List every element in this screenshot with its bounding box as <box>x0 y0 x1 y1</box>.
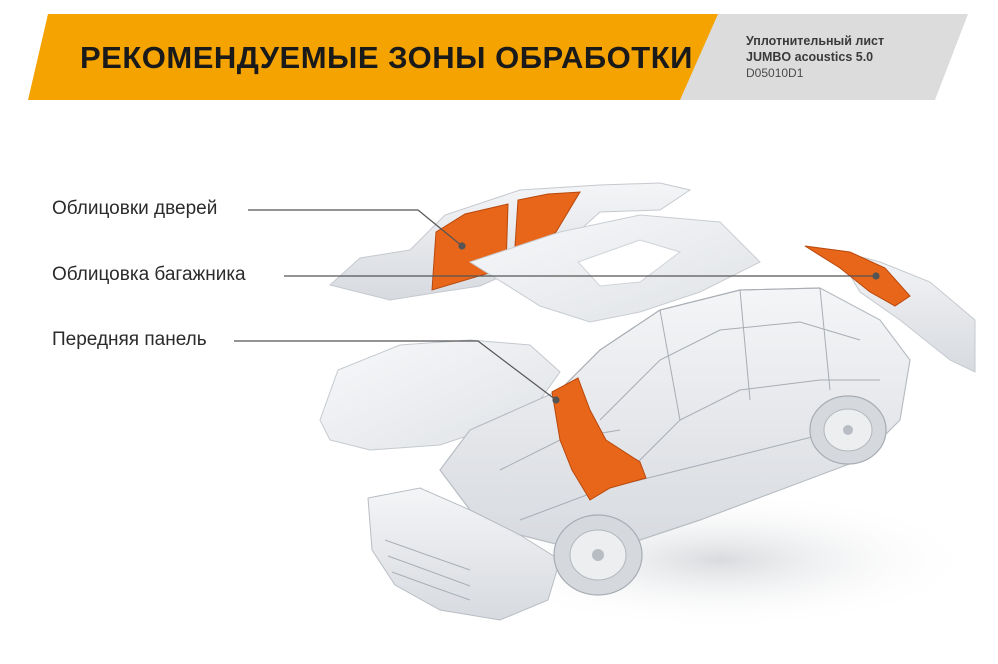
callout-front-panel: Передняя панель <box>52 329 207 350</box>
header-shapes <box>28 14 968 100</box>
leader-line-front-panel <box>234 340 557 401</box>
callout-trunk-trim: Облицовка багажника <box>52 264 246 285</box>
leader-dot-trunk <box>872 272 880 280</box>
header-orange-panel <box>28 14 718 100</box>
sunroof <box>577 239 682 287</box>
page-title: РЕКОМЕНДУЕМЫЕ ЗОНЫ ОБРАБОТКИ <box>80 40 693 75</box>
grille-lines <box>384 539 471 601</box>
rear-wheel <box>809 395 887 465</box>
leader-dot-front-panel <box>552 396 560 404</box>
front-wheel <box>553 514 643 596</box>
header-grey-panel <box>655 14 968 100</box>
front-panel-zone <box>551 377 647 501</box>
leader-line-doors <box>248 209 463 247</box>
product-name-line1: Уплотнительный лист <box>746 34 885 48</box>
product-code: D05010D1 <box>746 66 804 80</box>
frame-structure-lines <box>499 287 880 521</box>
leader-lines <box>234 209 880 404</box>
leader-dot-doors <box>458 242 466 250</box>
header-band <box>0 0 998 110</box>
product-info: Уплотнительный лист JUMBO acoustics 5.0 … <box>746 33 884 81</box>
product-name-line2: JUMBO acoustics 5.0 <box>746 50 874 64</box>
side-panel <box>328 182 692 301</box>
front-bumper <box>367 487 561 621</box>
callout-door-trims: Облицовки дверей <box>52 198 218 219</box>
